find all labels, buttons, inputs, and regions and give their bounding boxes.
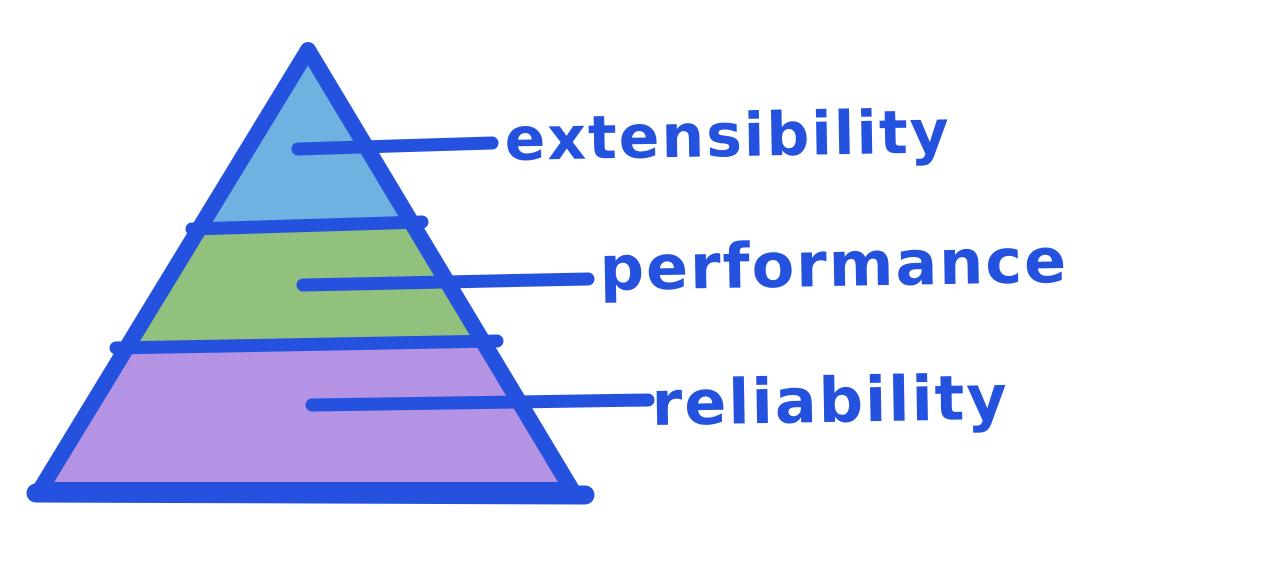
label-reliability: reliability — [651, 361, 1009, 440]
pyramid-layer-extensibility — [201, 50, 413, 225]
label-performance: performance — [599, 224, 1069, 305]
label-extensibility: extensibility — [504, 97, 951, 175]
pyramid-base-stroke — [26, 483, 595, 505]
leader-line-extensibility — [291, 136, 499, 156]
divider-top-middle — [185, 215, 429, 236]
leader-line-performance — [296, 272, 595, 292]
pyramid-layer-reliability — [40, 345, 572, 490]
leader-line-reliability — [305, 393, 655, 412]
divider-middle-bottom — [109, 334, 504, 355]
